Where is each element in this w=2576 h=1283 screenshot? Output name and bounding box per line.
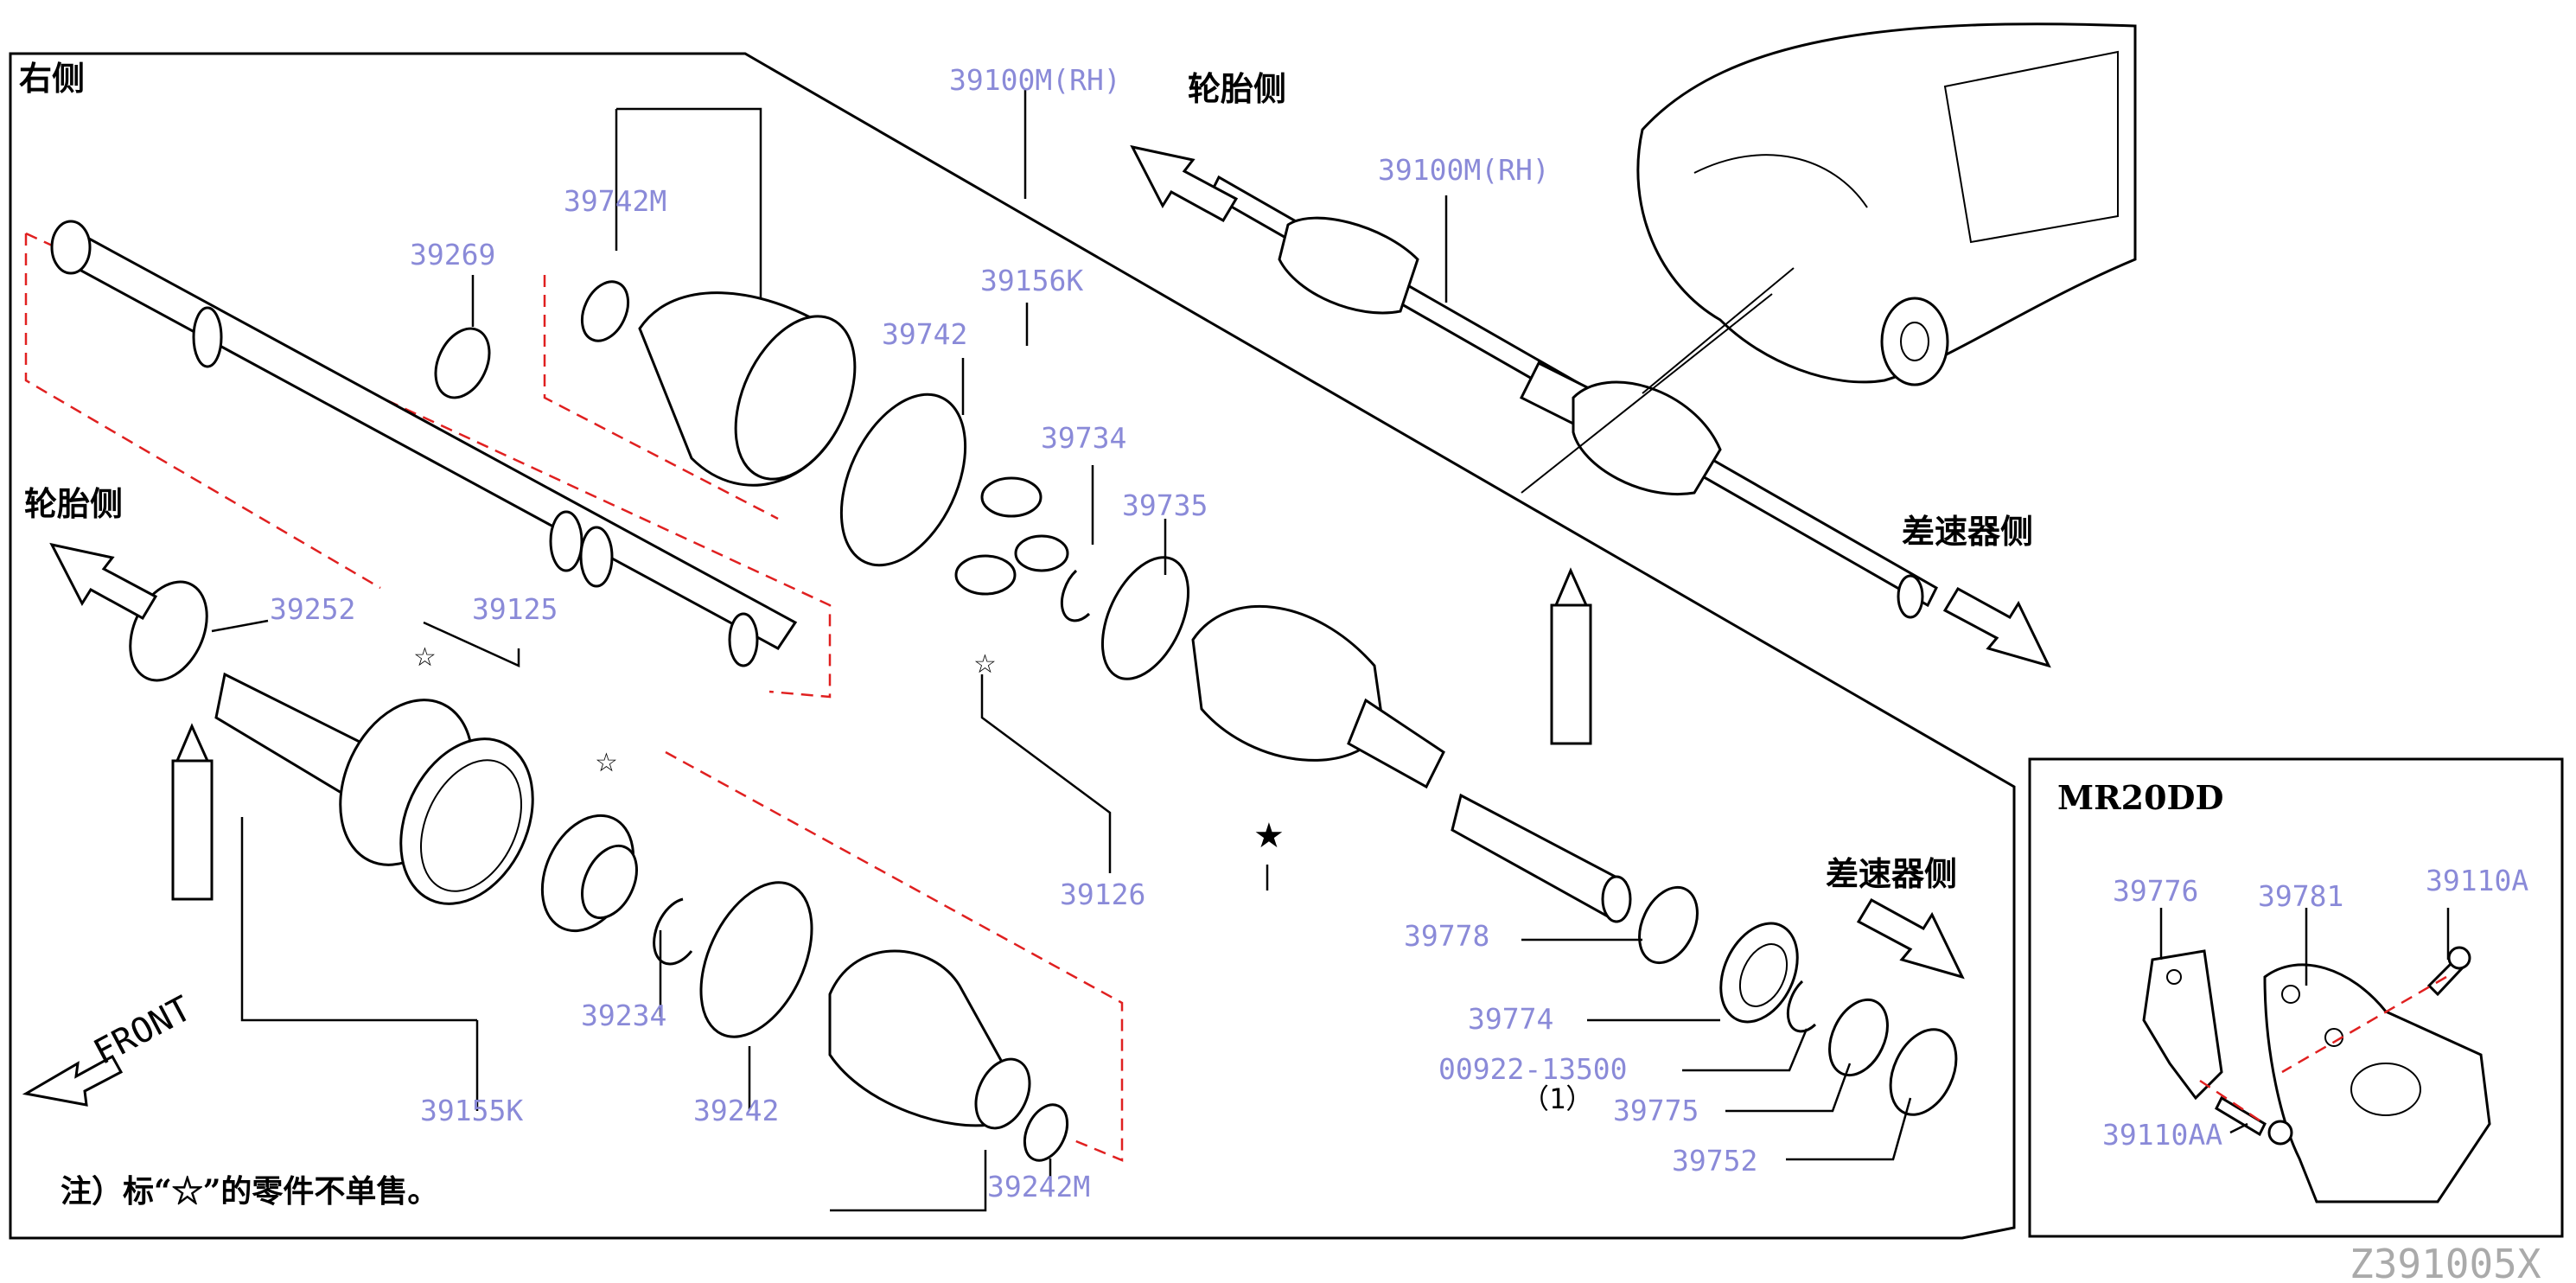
heading-tire-side-left: 轮胎侧 [24,484,123,523]
kit-outline-boot-left [665,750,1124,1162]
heading-right-side: 右侧 [19,59,85,98]
boot-clamp-39742m [580,280,630,342]
front-label: FRONT [87,989,198,1073]
label-39752: 39752 [1672,1144,1757,1178]
boot-band-39242 [699,881,813,1038]
label-39742: 39742 [882,317,967,351]
label-39155k: 39155K [420,1094,523,1127]
direction-arrow-icon [1130,144,1239,223]
label-39100m-mid: 39100M(RH) [1378,153,1550,187]
label-39774: 39774 [1468,1002,1553,1036]
star-outline-marker-icon: ☆ [595,748,618,778]
star-marker-icon: ★ [1253,816,1285,856]
label-39778: 39778 [1404,919,1489,953]
axle-shaft [50,220,798,667]
heading-tire-side-top: 轮胎侧 [1188,69,1286,108]
label-39126: 39126 [1060,878,1145,911]
label-39242m: 39242M [987,1170,1090,1203]
label-00922-13500: 00922-13500 [1438,1052,1628,1086]
bolt-guide-line [2199,975,2447,1126]
engine-inset-frame [2028,757,2564,1238]
heading-diff-side-mid: 差速器侧 [1826,854,1957,893]
label-39242: 39242 [693,1094,779,1127]
label-39156k: 39156K [980,264,1083,297]
bearing-inner [1738,943,1789,1007]
grease-tube-left [171,723,214,901]
boot-clamp-39242m [1023,1103,1069,1162]
direction-arrow-icon [1856,897,1965,980]
boot-band-39742 [839,393,967,567]
star-outline-marker-icon: ☆ [973,649,997,680]
part-labels: 39100M(RH) 39100M(RH) 39742M 39269 39156… [270,63,2528,1203]
kit-outline-joint-top [543,275,779,520]
label-39269: 39269 [410,238,495,271]
stub-shaft [1451,793,1632,923]
heading-engine: MR20DD [2057,778,2223,817]
main-frame [9,52,2016,1240]
label-39775: 39775 [1613,1094,1699,1127]
diagram-code: Z391005X [2350,1241,2541,1283]
label-39734: 39734 [1041,421,1126,455]
front-arrow-icon [22,1054,124,1107]
label-39252: 39252 [270,592,355,626]
bracket-39781 [2263,963,2491,1203]
quantity-note: （1） [1521,1082,1593,1115]
ring-39778 [1638,885,1699,965]
snap-ring-39735 [1100,556,1190,680]
bolt-39110aa [2215,1095,2293,1146]
boot-39156k [638,291,857,487]
label-39776: 39776 [2113,874,2198,908]
star-outline-marker-icon: ☆ [413,642,437,673]
boot-clamp-39269 [434,327,491,399]
bearing-39774 [1719,922,1799,1024]
footnote: 注）标“☆”的零件不单售。 [61,1173,438,1210]
outer-cv-joint [214,672,534,905]
label-39110a: 39110A [2426,864,2528,897]
circlip-39234 [653,897,693,966]
seal-39752 [1889,1028,1958,1116]
inner-race [581,844,638,920]
snap-ring-00922 [1786,980,1817,1033]
leader-lines [211,90,2450,1212]
kit-outline-shaft [24,232,832,699]
label-39781: 39781 [2258,879,2343,913]
vehicle-icon [1636,22,2137,386]
callout-arrow-vehicle [1521,267,1795,494]
label-39100m-top: 39100M(RH) [949,63,1121,97]
washer-39775 [1828,998,1889,1077]
inner-housing-39126 [1191,604,1445,789]
bolt-39110a [2426,946,2471,997]
bracket-39776 [2142,949,2223,1101]
boot-39155k [828,949,1031,1130]
assembled-drive-shaft [1208,175,1938,619]
tripod-joint [954,476,1069,596]
snap-ring-39734 [1060,569,1091,622]
label-39234: 39234 [581,999,666,1032]
label-39125: 39125 [472,592,558,626]
label-39735: 39735 [1122,488,1208,522]
direction-arrow-icon [49,542,158,621]
label-39742m: 39742M [564,184,666,218]
direction-arrow-icon [1942,586,2051,668]
label-39110aa: 39110AA [2102,1118,2222,1152]
heading-diff-side-top: 差速器侧 [1902,512,2033,551]
grease-tube-right [1550,567,1592,745]
